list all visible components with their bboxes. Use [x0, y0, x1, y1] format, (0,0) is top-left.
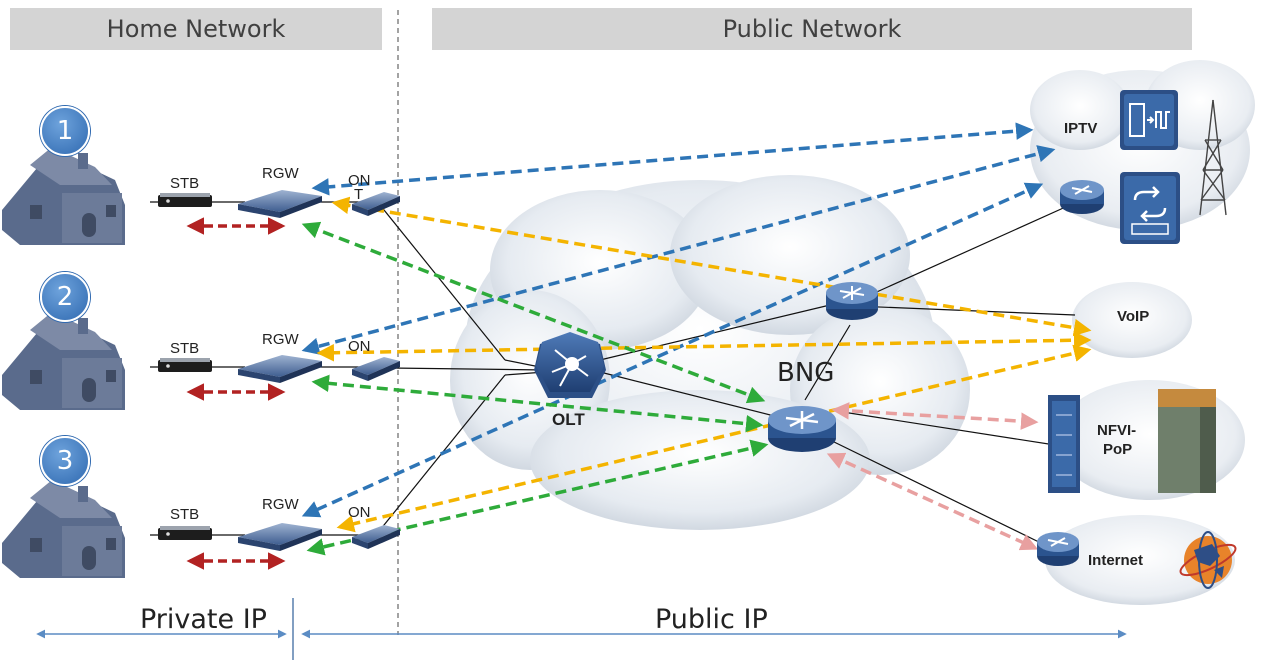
olt-icon [534, 332, 606, 398]
stb-label-1: STB [170, 175, 200, 192]
ont-icon-1 [352, 192, 400, 216]
stb-icon-1 [158, 193, 212, 207]
core-router-icon [826, 282, 878, 320]
house-icon-2 [2, 312, 125, 410]
nfvi-label-line2: PoP [1103, 441, 1133, 458]
rgw-icon-3 [238, 523, 322, 551]
nfvi-label-line1: NFVI- [1097, 422, 1137, 439]
bng-router-icon [768, 406, 836, 452]
rgw-label-3: RGW [262, 496, 299, 513]
home-1-badge: 1 [40, 106, 90, 156]
rgw-icon-1 [238, 190, 322, 218]
rgw-label-2: RGW [262, 331, 299, 348]
datacenter-building-icon [1158, 389, 1216, 493]
house-icon-3 [2, 480, 125, 578]
ont-icon-2 [352, 357, 400, 381]
public-ip-label: Public IP [655, 604, 768, 635]
ont-label-3: ON [348, 504, 371, 521]
nfvi-rack-icon [1048, 395, 1080, 493]
ont-label-1: ON [348, 172, 371, 189]
home-3-badge: 3 [40, 436, 90, 486]
voip-label: VoIP [1117, 308, 1150, 325]
stb-icon-2 [158, 358, 212, 372]
house-icon-1 [2, 147, 125, 245]
internet-cloud [1045, 515, 1235, 605]
iptv-encoder-icon [1120, 90, 1178, 150]
service-flows [826, 402, 1039, 551]
internet-label: Internet [1088, 552, 1144, 569]
globe-icon [1179, 531, 1237, 589]
internet-router-icon [1037, 532, 1079, 566]
olt-label: OLT [552, 410, 585, 429]
iptv-server-icon [1120, 172, 1180, 244]
ont-label-2: ON [348, 338, 371, 355]
bng-flows [301, 221, 769, 556]
local-flows [186, 217, 286, 570]
home-2-badge: 2 [40, 272, 90, 322]
stb-label-2: STB [170, 340, 200, 357]
bng-label: BNG [777, 358, 835, 388]
tower-icon [1199, 99, 1227, 216]
home-network-header: Home Network [10, 8, 382, 50]
private-ip-label: Private IP [140, 604, 267, 635]
iptv-router-icon [1060, 180, 1104, 214]
public-network-header: Public Network [432, 8, 1192, 50]
rgw-label-1: RGW [262, 165, 299, 182]
stb-icon-3 [158, 526, 212, 540]
stb-label-3: STB [170, 506, 200, 523]
ont-label-1-suffix: T [354, 186, 364, 203]
rgw-icon-2 [238, 355, 322, 383]
nfvi-cloud [1055, 380, 1245, 500]
ont-icon-3 [352, 525, 400, 549]
iptv-label: IPTV [1064, 120, 1098, 137]
voip-cloud [1072, 282, 1192, 358]
public-network-cloud [450, 175, 970, 530]
